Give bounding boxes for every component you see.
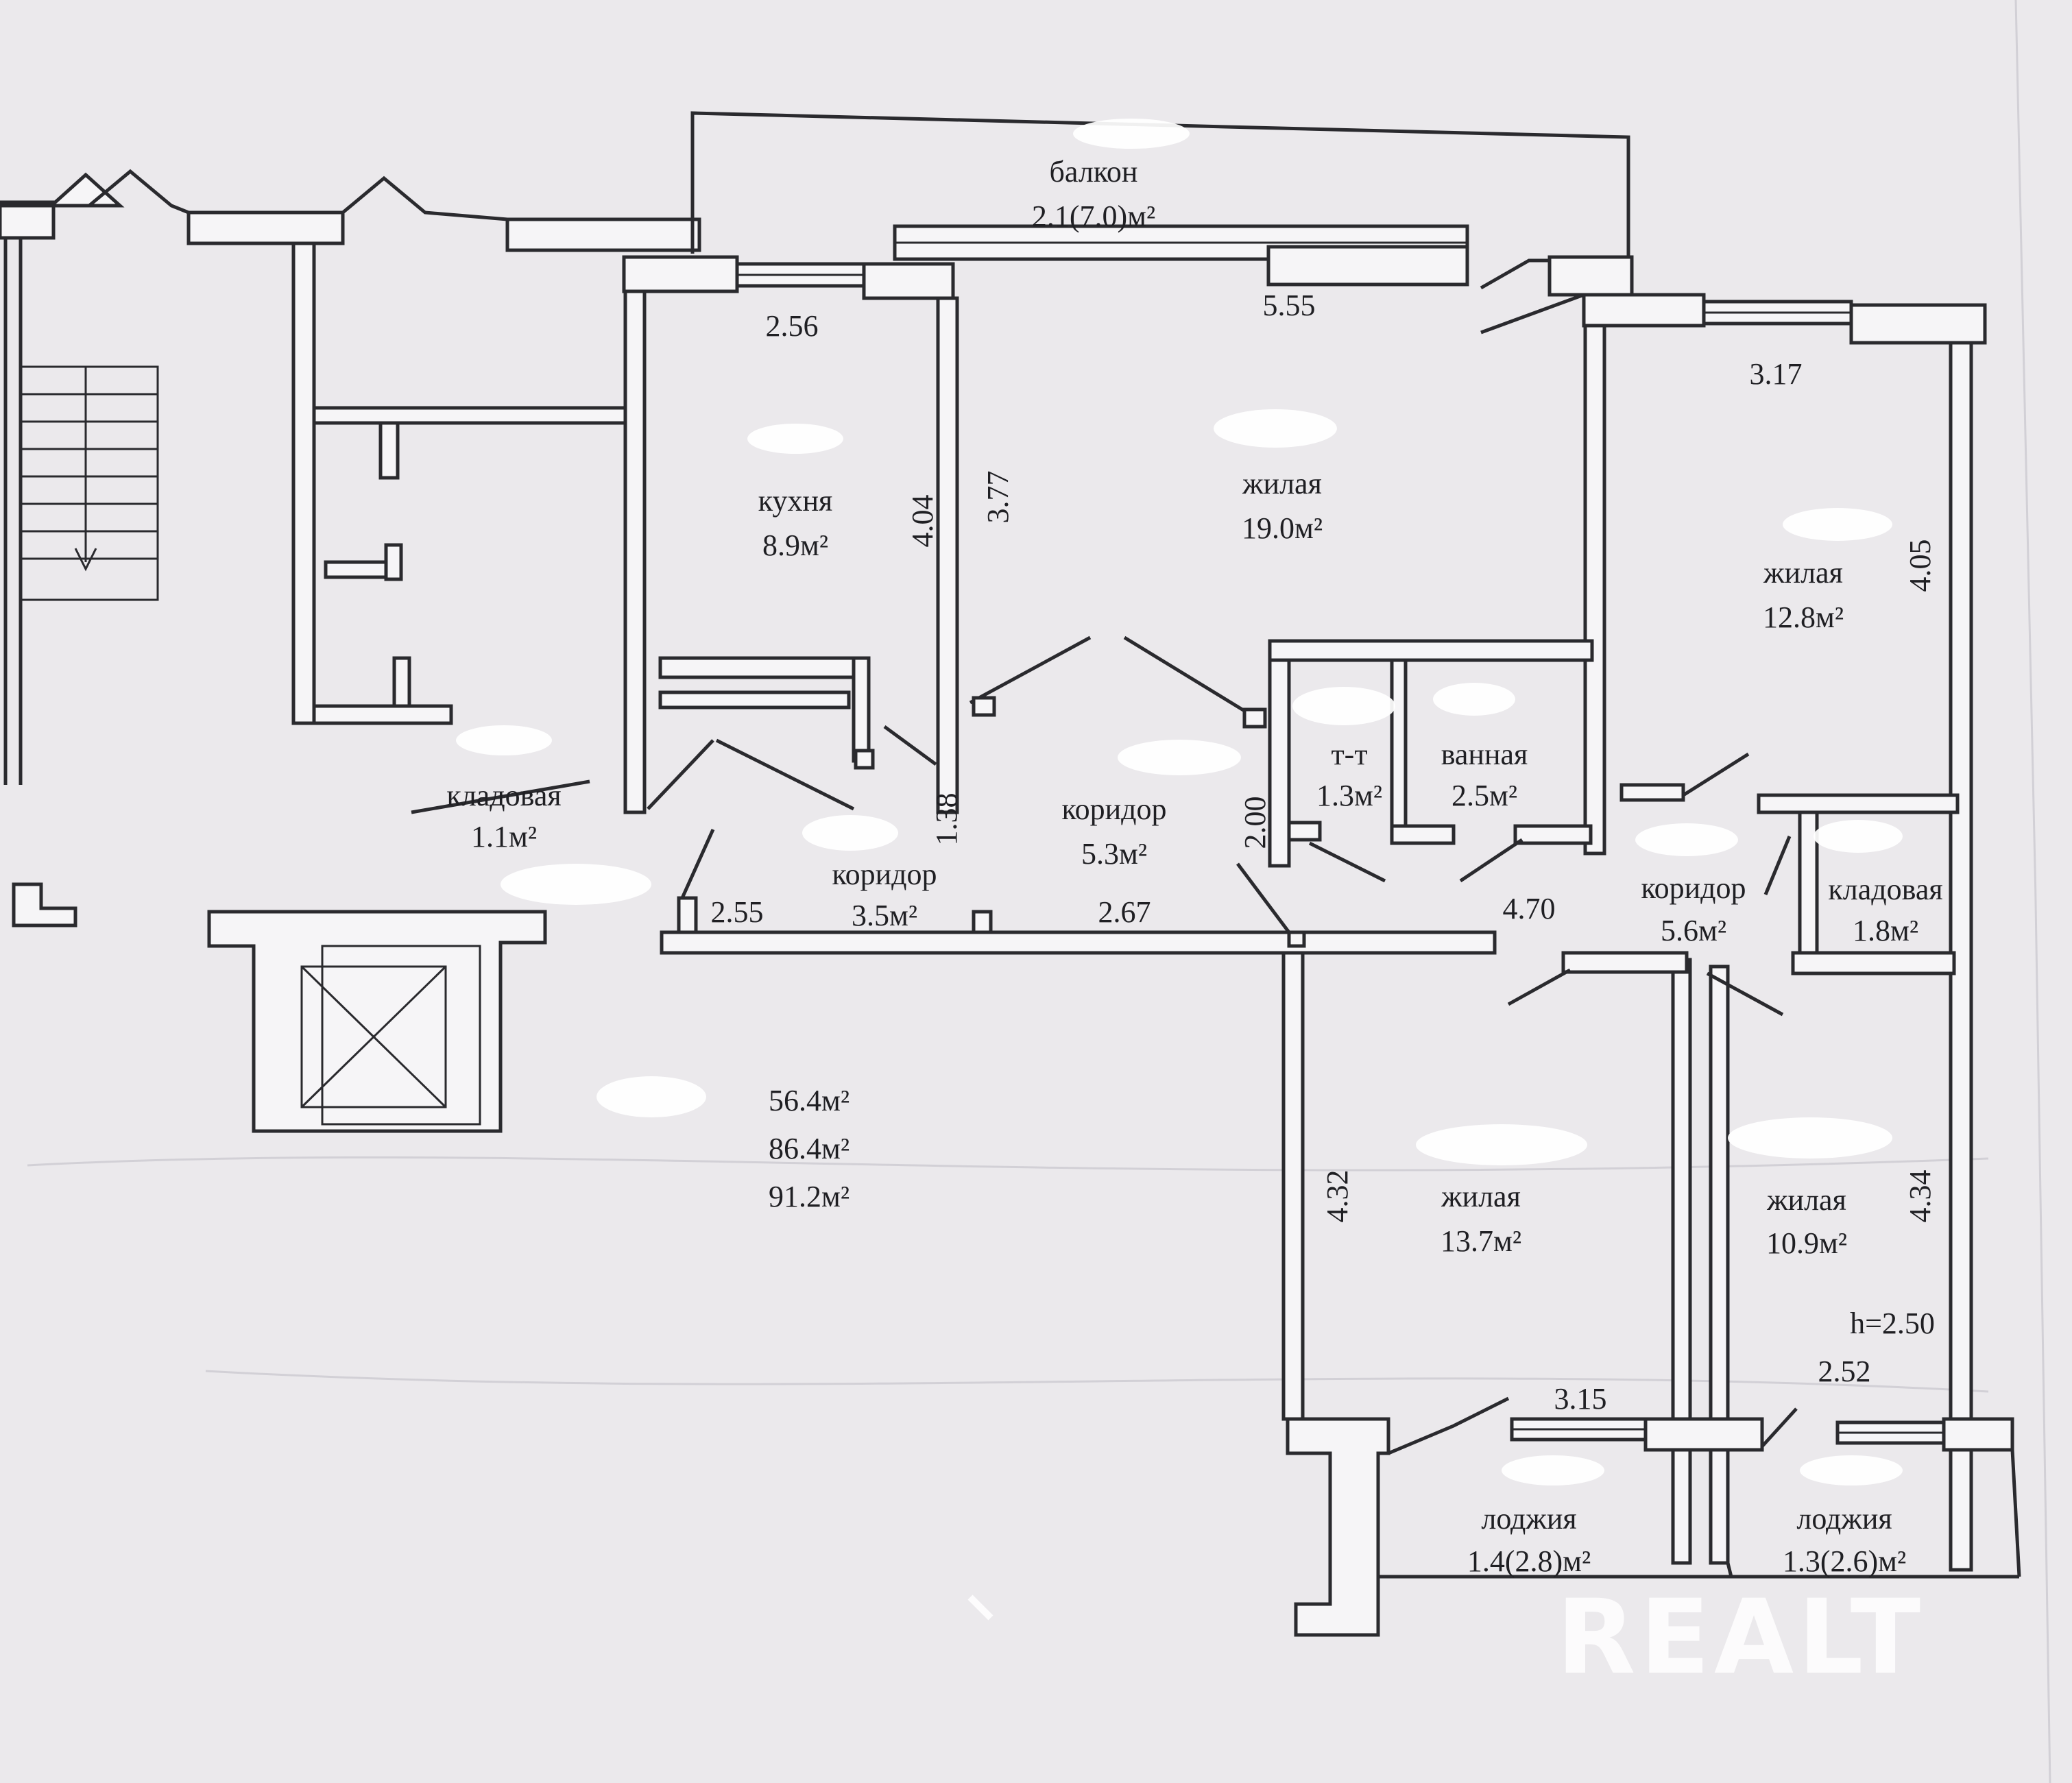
total-area: 86.4м² [769,1132,850,1165]
loggia-1-name: лоджия [1481,1502,1576,1536]
staircase [0,172,159,927]
storage-1-area: 1.1м² [471,820,537,853]
corridor-1-area: 3.5м² [852,899,917,932]
paper-folds [27,0,2051,1783]
toilet-area: 1.3м² [1316,779,1382,812]
living-1-area: 19.0м² [1242,511,1323,545]
dim-corridor-1-width: 2.55 [711,895,764,929]
redaction-marks [456,119,1903,1485]
room-labels: балкон 2.1(7.0)м² кухня 8.9м² жилая 19.0… [446,155,1942,1578]
dim-living-4-depth: 4.34 [1903,1170,1937,1223]
ceiling-height: h=2.50 [1850,1307,1935,1340]
living-4-area: 10.9м² [1766,1226,1847,1260]
dim-kitchen-depth-b: 3.77 [981,471,1015,524]
stair-steps [21,367,158,572]
kitchen-name: кухня [758,484,833,518]
loggia-1-area: 1.4(2.8)м² [1467,1544,1591,1578]
living-3-name: жилая [1441,1180,1521,1213]
corridor-2-area: 5.3м² [1081,837,1147,871]
balcony-name: балкон [1050,155,1138,189]
realt-watermark: REALT [1556,1578,1925,1697]
dim-living-3-width: 3.15 [1554,1382,1607,1416]
total-area-with-balconies: 91.2м² [769,1180,850,1213]
storage-2-area: 1.8м² [1853,914,1918,947]
corridor-3-area: 5.6м² [1661,914,1726,947]
bathroom-area: 2.5м² [1451,779,1517,812]
dim-living-1-width: 5.55 [1263,289,1316,322]
balcony-area: 2.1(7.0)м² [1032,199,1155,233]
loggia-2-area: 1.3(2.6)м² [1783,1544,1906,1578]
corridor-2-name: коридор [1061,792,1166,826]
bathroom-name: ванная [1441,738,1528,771]
living-4-name: жилая [1766,1183,1846,1217]
dim-corridor-3-width: 4.70 [1503,892,1556,925]
dim-corridor-1-small: 1.38 [930,793,963,846]
kitchen-area: 8.9м² [762,529,828,562]
left-top-walls [88,169,701,725]
corridor-1-name: коридор [832,858,937,891]
apartment-walls [622,255,2021,1637]
elevator-shaft [207,910,547,1133]
storage-1-name: кладовая [446,779,561,812]
living-3-area: 13.7м² [1441,1224,1521,1258]
dim-corridor-2-small: 2.00 [1238,797,1272,849]
dim-kitchen-width: 2.56 [766,309,819,343]
area-totals: 56.4м² 86.4м² 91.2м² [769,1084,850,1213]
corridor-3-name: коридор [1641,871,1746,905]
balcony [690,111,1630,287]
dim-living-2-width: 3.17 [1750,357,1803,391]
loggia-2-name: лоджия [1796,1502,1892,1536]
storage-2-name: кладовая [1828,873,1942,906]
living-2-area: 12.8м² [1763,601,1844,634]
living-area-total: 56.4м² [769,1084,850,1117]
dim-living-3-depth: 4.32 [1321,1170,1354,1223]
dim-kitchen-depth-a: 4.04 [906,495,939,548]
door-swings [411,635,1792,1017]
dim-living-4-width: 2.52 [1818,1355,1871,1388]
living-1-name: жилая [1242,467,1322,500]
dim-living-2-depth: 4.05 [1903,539,1937,592]
toilet-name: т-т [1331,738,1367,771]
dim-corridor-2-width: 2.67 [1098,895,1151,929]
white-mark [967,1594,993,1621]
living-2-name: жилая [1763,556,1843,590]
dimension-labels: 2.56 5.55 3.17 4.04 3.77 4.05 1.38 2.00 … [711,289,1938,1416]
